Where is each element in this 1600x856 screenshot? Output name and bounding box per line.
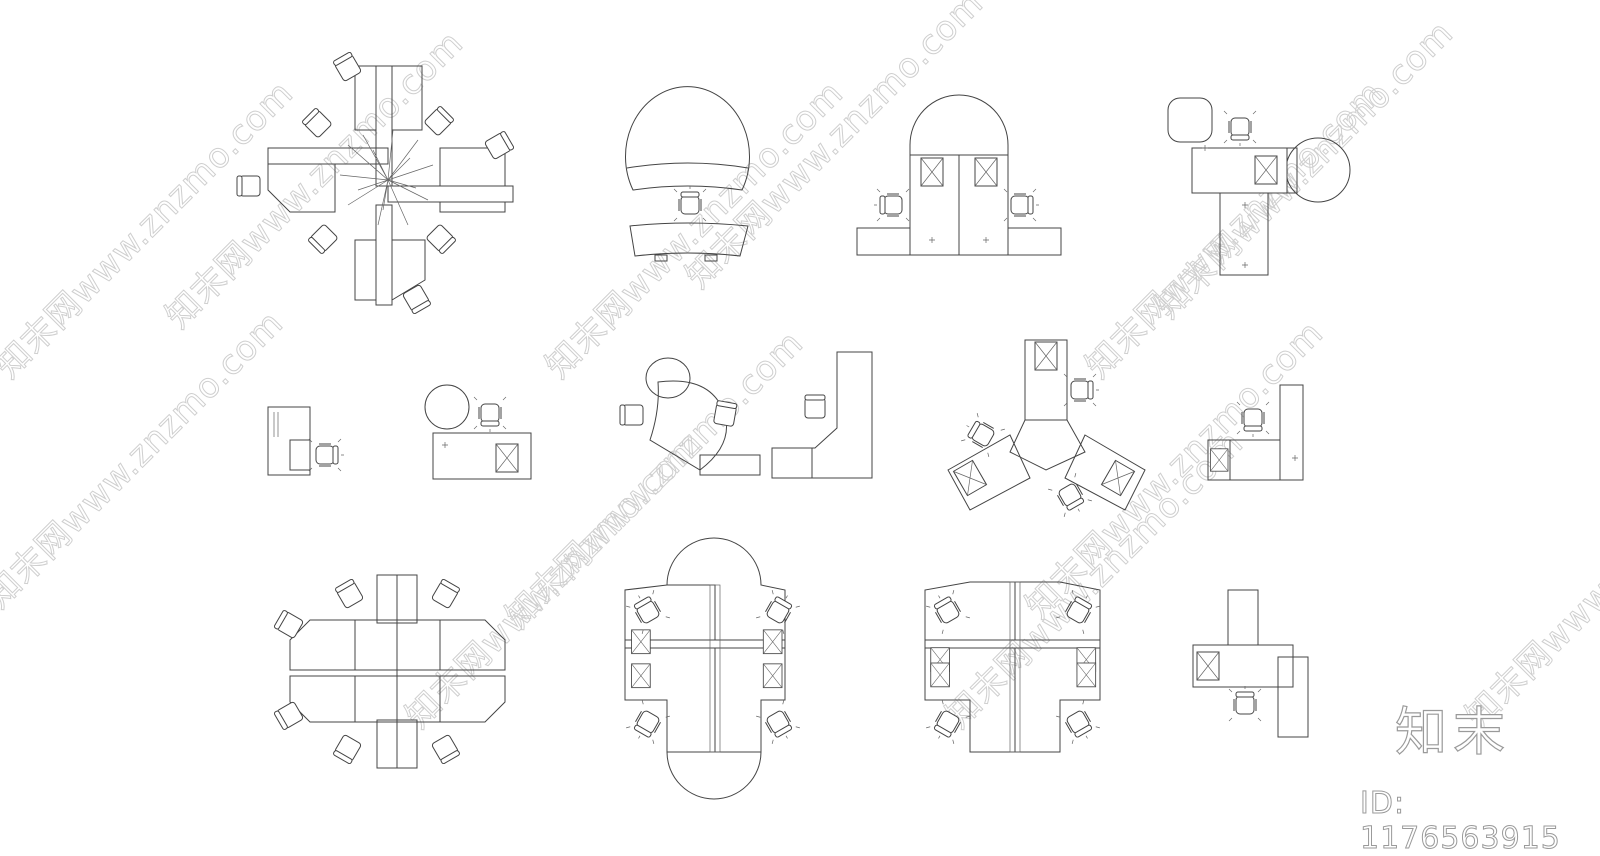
watermark-text: 知末网www.znzmo.com: [538, 73, 851, 386]
desk-with-round-table: [1167, 97, 1351, 276]
l-shaped-desk: [1207, 384, 1304, 481]
watermark-text: 知末网www.znzmo.com: [938, 423, 1251, 736]
twin-desk-with-arch: [856, 94, 1062, 256]
reception-arc-desk: [625, 86, 750, 262]
four-way-cluster: [273, 574, 506, 769]
image-id-label: ID: 1176563915: [1360, 786, 1561, 856]
rounded-end-workstation-cluster: [624, 537, 802, 800]
watermark-text: 知末网www.znzmo.com: [1018, 313, 1331, 626]
watermark-text: 知末网www.znzmo.com: [498, 323, 811, 636]
four-way-cluster-with-plant: [236, 51, 515, 315]
compact-desk: [267, 406, 345, 476]
three-way-y-cluster: [947, 339, 1146, 520]
quad-workstation-cluster: [924, 581, 1102, 753]
watermark-layer: 知末网www.znzmo.com 知末网www.znzmo.com 知末网www…: [0, 0, 1600, 737]
t-shaped-desk: [1192, 589, 1309, 738]
brand-logo: 知末: [1394, 702, 1512, 763]
curved-workstation-and-l-desk: [619, 351, 873, 479]
desk-with-round-side-table: [424, 384, 532, 480]
watermark-text: 知末网www.znzmo.com: [678, 0, 991, 296]
